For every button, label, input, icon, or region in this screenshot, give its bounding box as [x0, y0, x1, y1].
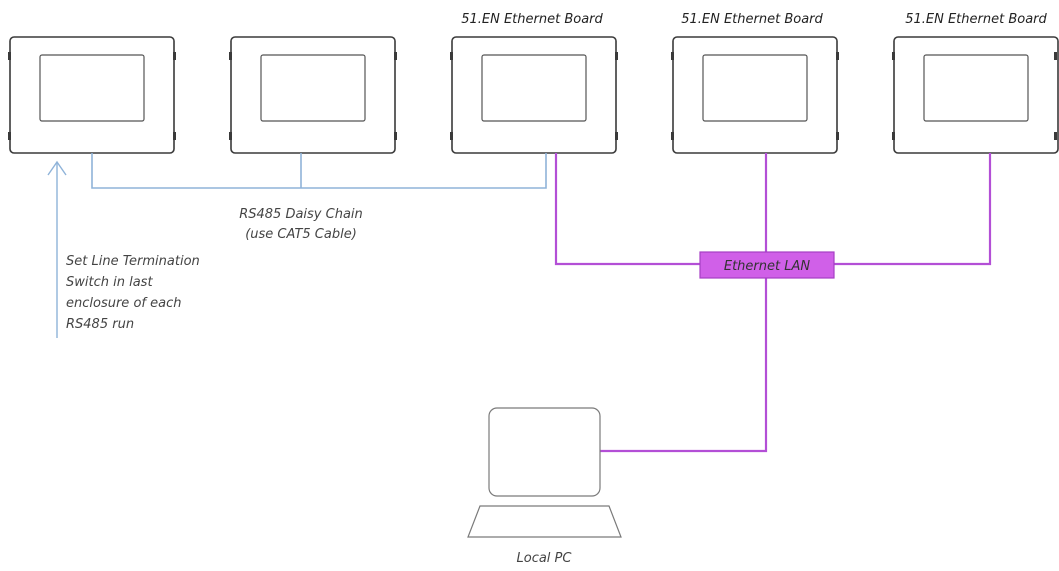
enclosure-3 [450, 36, 618, 154]
enclosure-5-label: 51.EN Ethernet Board [905, 12, 1047, 27]
enclosure-5 [892, 36, 1059, 154]
enclosure-1 [8, 36, 176, 154]
enclosure-2 [229, 36, 397, 154]
termination-note-line4: RS485 run [66, 317, 134, 332]
rs485-daisy-chain-wire [91, 153, 547, 189]
local-pc-label: Local PC [517, 551, 573, 566]
ethernet-lan-switch: Ethernet LAN [699, 251, 835, 279]
enclosure-4 [671, 36, 839, 154]
enclosure-4-label: 51.EN Ethernet Board [681, 12, 823, 27]
local-pc [467, 407, 622, 538]
pc-monitor-icon [488, 407, 601, 497]
rs485-label-line1: RS485 Daisy Chain [239, 207, 363, 222]
rs485-label-line2: (use CAT5 Cable) [245, 227, 357, 242]
termination-note-line1: Set Line Termination [66, 254, 200, 269]
ethernet-lan-label: Ethernet LAN [724, 259, 810, 274]
termination-note-line2: Switch in last [66, 275, 153, 290]
termination-note-line3: enclosure of each [66, 296, 181, 311]
ethernet-wires [554, 153, 992, 453]
termination-arrow [47, 160, 67, 338]
enclosure-3-label: 51.EN Ethernet Board [461, 12, 603, 27]
pc-keyboard-icon [467, 505, 622, 538]
